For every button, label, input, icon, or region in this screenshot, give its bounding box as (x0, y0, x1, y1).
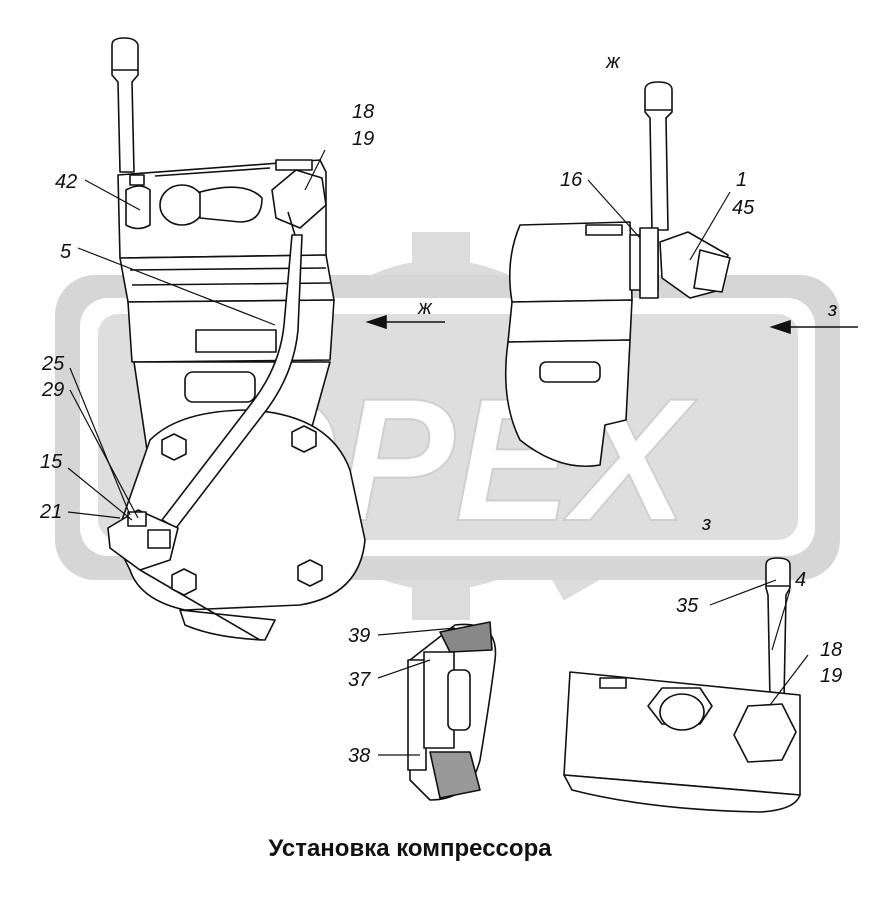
callout-37: 37 (348, 669, 371, 691)
view-label-zh-top: ж (605, 51, 621, 73)
callout-19-top: 19 (352, 128, 374, 150)
callout-19-bottom: 19 (820, 665, 842, 687)
compressor-main-view (107, 37, 366, 641)
view-arrows (365, 314, 858, 335)
callout-5: 5 (60, 241, 72, 263)
callout-45: 45 (732, 197, 755, 219)
callout-39: 39 (348, 625, 370, 647)
view-label-zh-arrow: ж (417, 297, 433, 319)
callout-16: 16 (560, 169, 583, 191)
view-letters: ж ж з з (417, 51, 837, 535)
callout-4: 4 (795, 569, 806, 591)
callout-38: 38 (348, 745, 370, 767)
leader-lines (67, 149, 809, 756)
callout-1: 1 (736, 169, 747, 191)
callout-18-bottom: 18 (820, 639, 842, 661)
callout-18-top: 18 (352, 101, 374, 123)
callout-15: 15 (40, 451, 63, 473)
callout-42: 42 (55, 171, 77, 193)
callout-35: 35 (676, 595, 699, 617)
callout-29: 29 (41, 379, 64, 401)
view-label-z-bottom: з (701, 513, 711, 535)
valve-section-view (407, 621, 497, 801)
compressor-side-view (504, 81, 731, 468)
view-label-z-arrow: з (827, 299, 837, 321)
callout-labels: 18 19 42 5 25 29 15 21 16 1 45 39 37 38 … (39, 101, 842, 767)
figure-caption: Установка компрессора (268, 835, 552, 862)
callout-21: 21 (39, 501, 62, 523)
callout-25: 25 (41, 353, 65, 375)
